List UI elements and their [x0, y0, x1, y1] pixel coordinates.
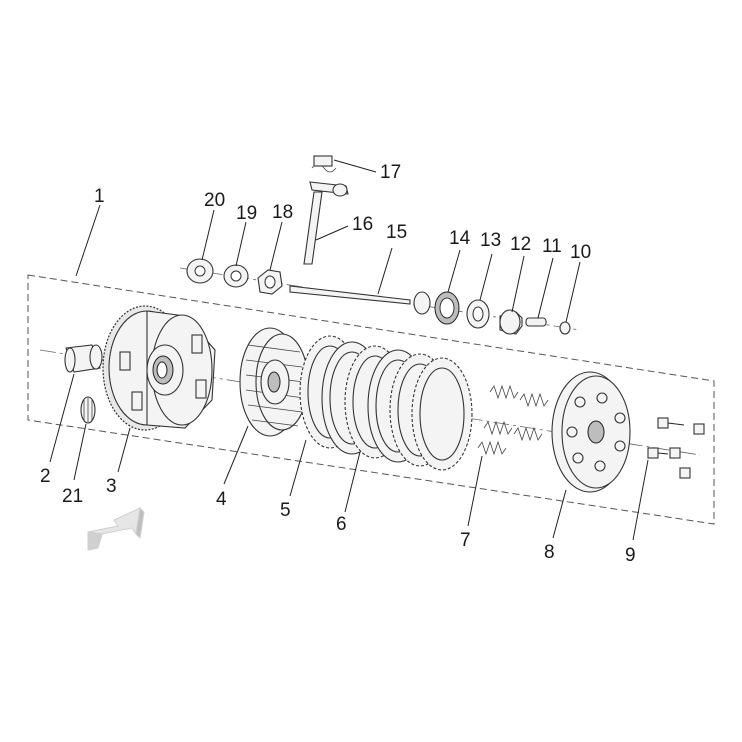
clutch-springs-part: [477, 384, 549, 456]
part-label-2: 2: [40, 466, 51, 487]
part-label-14: 14: [449, 228, 471, 249]
part-label-20: 20: [204, 190, 225, 211]
leader-lines: [49, 159, 649, 541]
nut-and-washers-part: [186, 258, 283, 295]
bushing-part: [64, 344, 103, 373]
part-label-5: 5: [280, 500, 291, 521]
release-shaft-part: [303, 155, 349, 265]
part-label-7: 7: [460, 530, 471, 551]
part-number-labels: 1 2 3 4 5 6 7 8 9 10 11 12 13 14 15 16 1…: [40, 162, 636, 566]
clutch-hub-part: [239, 327, 309, 437]
part-label-8: 8: [544, 542, 555, 563]
release-components-part: [413, 291, 571, 335]
bolts-part: [647, 417, 705, 479]
part-label-21: 21: [62, 486, 83, 507]
part-label-17: 17: [380, 162, 401, 183]
part-label-9: 9: [625, 545, 636, 566]
push-rod-part: [289, 285, 411, 305]
front-direction-arrow-icon: [87, 506, 145, 551]
part-label-6: 6: [336, 514, 347, 535]
part-label-18: 18: [272, 202, 293, 223]
part-label-4: 4: [216, 489, 227, 510]
part-label-11: 11: [542, 236, 562, 257]
clutch-housing-part: [102, 305, 216, 431]
part-label-13: 13: [480, 230, 501, 251]
part-label-19: 19: [236, 203, 257, 224]
needle-bearing-part: [80, 396, 96, 424]
part-label-3: 3: [106, 476, 117, 497]
part-label-15: 15: [386, 222, 407, 243]
clutch-plate-stack: [299, 335, 473, 471]
pressure-plate-part: [551, 371, 631, 493]
part-label-10: 10: [570, 242, 591, 263]
part-label-1: 1: [94, 186, 105, 207]
part-label-16: 16: [352, 214, 373, 235]
part-label-12: 12: [510, 234, 531, 255]
